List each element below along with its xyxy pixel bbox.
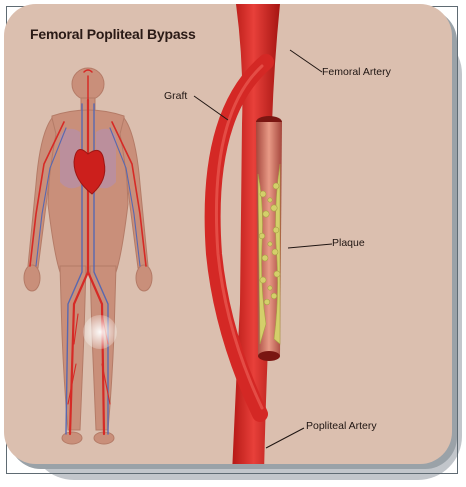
circulatory-vessels (30, 70, 146, 434)
popliteal-artery-label: Popliteal Artery (306, 420, 377, 432)
femoral-artery-label: Femoral Artery (322, 66, 391, 78)
diagram-title: Femoral Popliteal Bypass (30, 26, 196, 42)
knee-highlight (83, 315, 117, 349)
graft-label: Graft (164, 90, 187, 102)
plaque-label: Plaque (332, 237, 365, 249)
illustration-card: Femoral Popliteal Bypass Femoral Artery … (4, 4, 452, 464)
